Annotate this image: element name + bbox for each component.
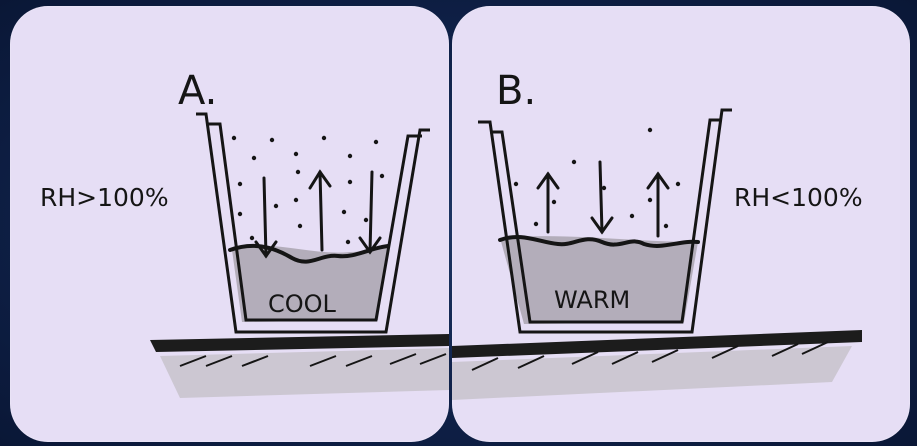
arrow-down-icon: [256, 178, 276, 256]
rh-label: RH<100%: [734, 183, 863, 212]
panel-b: B. RH<100% WARM: [452, 6, 910, 442]
arrow-down-icon: [360, 172, 380, 252]
table-shading: [160, 348, 449, 398]
rh-label: RH>100%: [40, 183, 169, 212]
arrow-up-icon: [310, 172, 330, 250]
water-temp-label: COOL: [268, 290, 337, 318]
arrow-down-icon: [592, 162, 612, 232]
vapor-dots: [232, 136, 384, 244]
panel-a: A. RH>100% COOL: [10, 6, 449, 442]
panel-a-drawing: A. RH>100% COOL: [10, 6, 449, 442]
panel-label: B.: [496, 68, 536, 114]
panel-b-drawing: B. RH<100% WARM: [452, 6, 910, 442]
water-temp-label: WARM: [554, 286, 630, 314]
panel-label: A.: [178, 68, 217, 114]
arrows: [256, 172, 380, 256]
